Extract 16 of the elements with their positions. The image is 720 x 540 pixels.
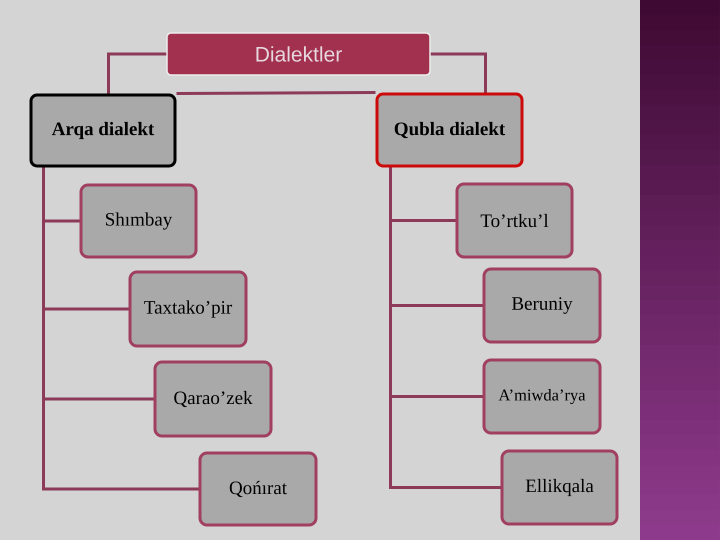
connector-line bbox=[389, 166, 502, 489]
category-box: Qubla dialekt bbox=[376, 92, 524, 168]
connector-line bbox=[107, 52, 166, 94]
dialect-box: To’rtku’l bbox=[456, 182, 574, 258]
connector-line bbox=[430, 52, 487, 92]
title-box: Dialektler bbox=[166, 32, 431, 76]
connector-line bbox=[176, 91, 376, 95]
dialect-box: Qarao’zek bbox=[154, 360, 272, 438]
dialect-box: Ellikqala bbox=[500, 450, 618, 526]
category-box: Arqa dialekt bbox=[30, 94, 176, 168]
dialect-box: Taxtako’pir bbox=[128, 270, 248, 348]
dialect-box: Beruniy bbox=[482, 268, 602, 344]
dialect-box: A’miwda’rya bbox=[482, 358, 602, 434]
connector-line bbox=[42, 166, 200, 490]
dialect-box: Shımbay bbox=[80, 184, 198, 258]
dialect-box: Qońırat bbox=[198, 452, 318, 526]
